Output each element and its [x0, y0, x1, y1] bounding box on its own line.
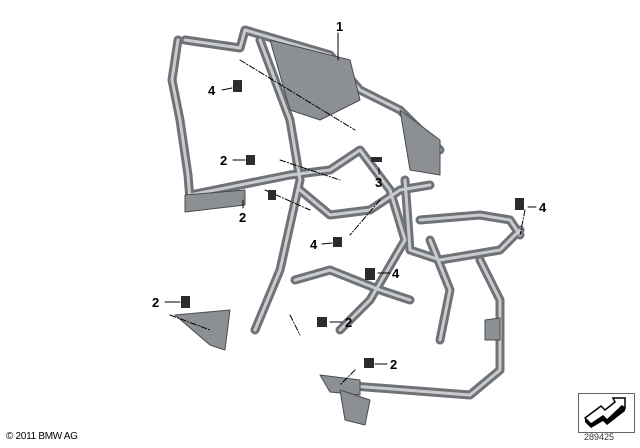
fasteners — [181, 80, 524, 368]
callout-2[interactable]: 2 — [220, 153, 228, 168]
callout-1[interactable]: 1 — [336, 19, 344, 34]
callout-4[interactable]: 4 — [539, 200, 547, 215]
assembly-lines — [169, 59, 526, 386]
callout-4[interactable]: 4 — [310, 237, 318, 252]
callout-3[interactable]: 3 — [375, 175, 383, 190]
copyright-text: © 2011 BMW AG — [6, 431, 78, 442]
orientation-icon-box — [578, 393, 635, 433]
callout-4[interactable]: 4 — [392, 266, 400, 281]
leader-lines — [164, 32, 537, 365]
callout-2[interactable]: 2 — [152, 295, 160, 310]
callout-2[interactable]: 2 — [390, 357, 398, 372]
callout-4[interactable]: 4 — [208, 83, 216, 98]
callout-2[interactable]: 2 — [239, 210, 247, 225]
direction-arrow-icon — [583, 397, 626, 428]
callout-2[interactable]: 2 — [345, 315, 353, 330]
diagram-number: 289425 — [584, 432, 615, 442]
brackets — [174, 39, 501, 426]
